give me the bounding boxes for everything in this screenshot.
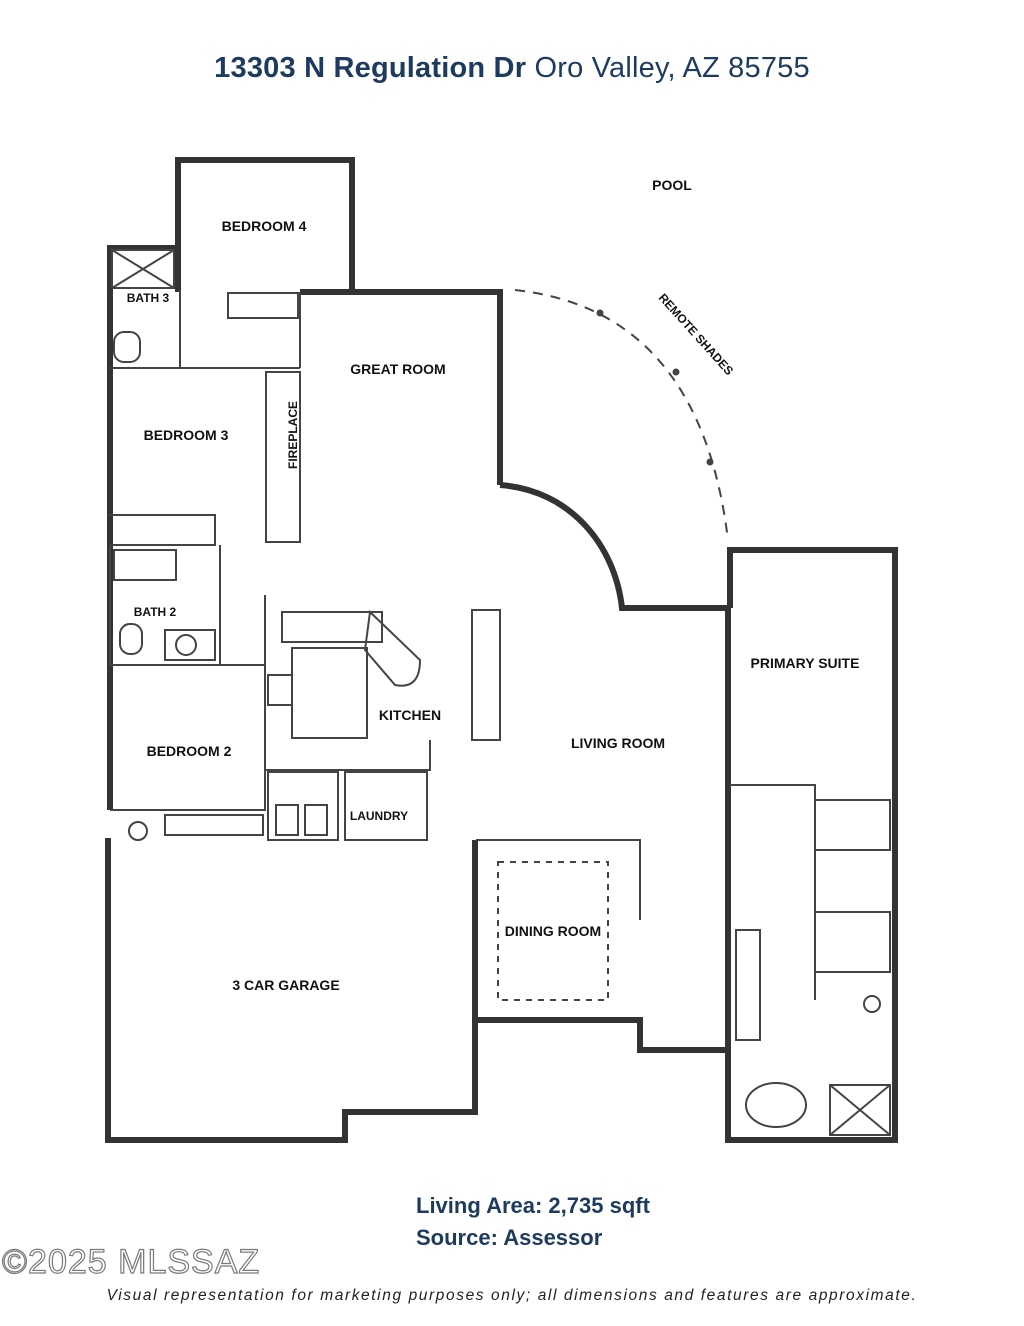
address-city: Oro Valley, AZ 85755	[534, 52, 810, 84]
area-source: Source: Assessor	[416, 1225, 603, 1250]
watermark: ©2025 MLSSAZ	[1, 1242, 261, 1281]
wall-north	[300, 289, 503, 485]
label-pool: POOL	[652, 177, 692, 193]
wall-dining-south	[475, 1017, 728, 1053]
address-street: 13303 N Regulation Dr	[214, 52, 527, 84]
label-kitchen: KITCHEN	[379, 707, 441, 723]
living-area: Living Area: 2,735 sqft	[416, 1193, 650, 1218]
label-bedroom3: BEDROOM 3	[144, 427, 229, 443]
wall-patio-curve	[499, 482, 730, 611]
label-primary-suite: PRIMARY SUITE	[751, 655, 860, 671]
label-bath2: BATH 2	[134, 605, 177, 619]
label-bedroom4: BEDROOM 4	[222, 218, 307, 234]
wall-garage	[105, 838, 478, 1143]
label-living-room: LIVING ROOM	[571, 735, 665, 751]
label-remote-shades: REMOTE SHADES	[656, 291, 736, 378]
wall-west-wing	[107, 245, 178, 665]
property-address: 13303 N Regulation Dr Oro Valley, AZ 857…	[0, 52, 1024, 85]
wall-bedroom4	[175, 157, 355, 292]
label-great-room: GREAT ROOM	[350, 361, 445, 377]
label-fireplace: FIREPLACE	[286, 401, 300, 469]
label-bedroom2: BEDROOM 2	[147, 743, 232, 759]
label-laundry: LAUNDRY	[350, 809, 408, 823]
label-bath3: BATH 3	[127, 291, 170, 305]
wall-primary	[725, 547, 898, 1143]
label-dining-room: DINING ROOM	[505, 923, 601, 939]
label-garage: 3 CAR GARAGE	[232, 977, 339, 993]
disclaimer: Visual representation for marketing purp…	[106, 1287, 918, 1304]
